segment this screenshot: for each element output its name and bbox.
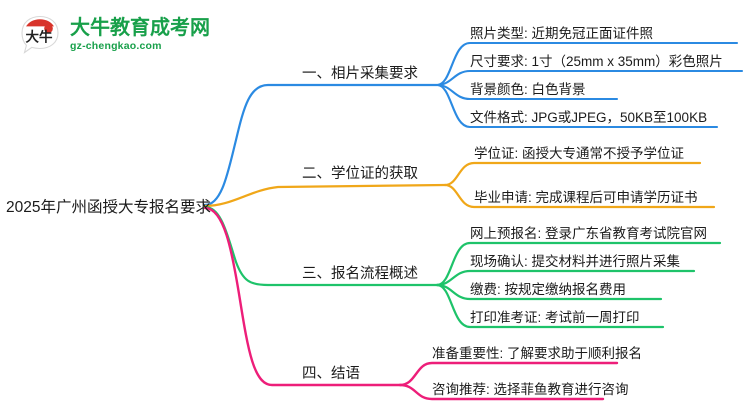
leaf-2-1[interactable]: 学位证: 函授大专通常不授予学位证 (474, 146, 685, 161)
leaf-3-2[interactable]: 现场确认: 提交材料并进行照片采集 (470, 254, 681, 269)
leaf-1-3[interactable]: 背景颜色: 白色背景 (470, 82, 586, 97)
leaf-1-1[interactable]: 照片类型: 近期免冠正面证件照 (470, 26, 654, 41)
leaf-3-1[interactable]: 网上预报名: 登录广东省教育考试院官网 (470, 226, 708, 241)
branch-label-3[interactable]: 三、报名流程概述 (302, 266, 418, 282)
leaf-2-2[interactable]: 毕业申请: 完成课程后可申请学历证书 (474, 190, 698, 205)
branch-label-2[interactable]: 二、学位证的获取 (302, 166, 418, 182)
branch-4-connectors (203, 206, 619, 401)
root-node[interactable]: 2025年广州函授大专报名要求 (6, 199, 211, 216)
branch-1-connectors (203, 41, 744, 207)
leaf-4-2[interactable]: 咨询推荐: 选择菲鱼教育进行咨询 (432, 382, 629, 397)
leaf-3-3[interactable]: 缴费: 按规定缴纳报名费用 (470, 282, 627, 297)
leaf-1-4[interactable]: 文件格式: JPG或JPEG，50KB至100KB (470, 110, 708, 125)
logo-title: 大牛教育成考网 (70, 17, 210, 40)
branch-label-4[interactable]: 四、结语 (302, 366, 360, 382)
leaf-4-1[interactable]: 准备重要性: 了解要求助于顺利报名 (432, 346, 643, 361)
leaf-3-4[interactable]: 打印准考证: 考试前一周打印 (470, 310, 640, 325)
logo-domain: gz-chengkao.com (70, 40, 162, 53)
site-logo: 大牛 大牛教育成考网 gz-chengkao.com (18, 12, 228, 58)
daniu-ox-logo-icon: 大牛 (18, 14, 62, 56)
branch-2-connectors (203, 161, 716, 209)
branch-label-1[interactable]: 一、相片采集要求 (302, 66, 418, 82)
leaf-1-2[interactable]: 尺寸要求: 1寸（25mm x 35mm）彩色照片 (470, 54, 723, 69)
svg-text:大牛: 大牛 (26, 29, 53, 46)
